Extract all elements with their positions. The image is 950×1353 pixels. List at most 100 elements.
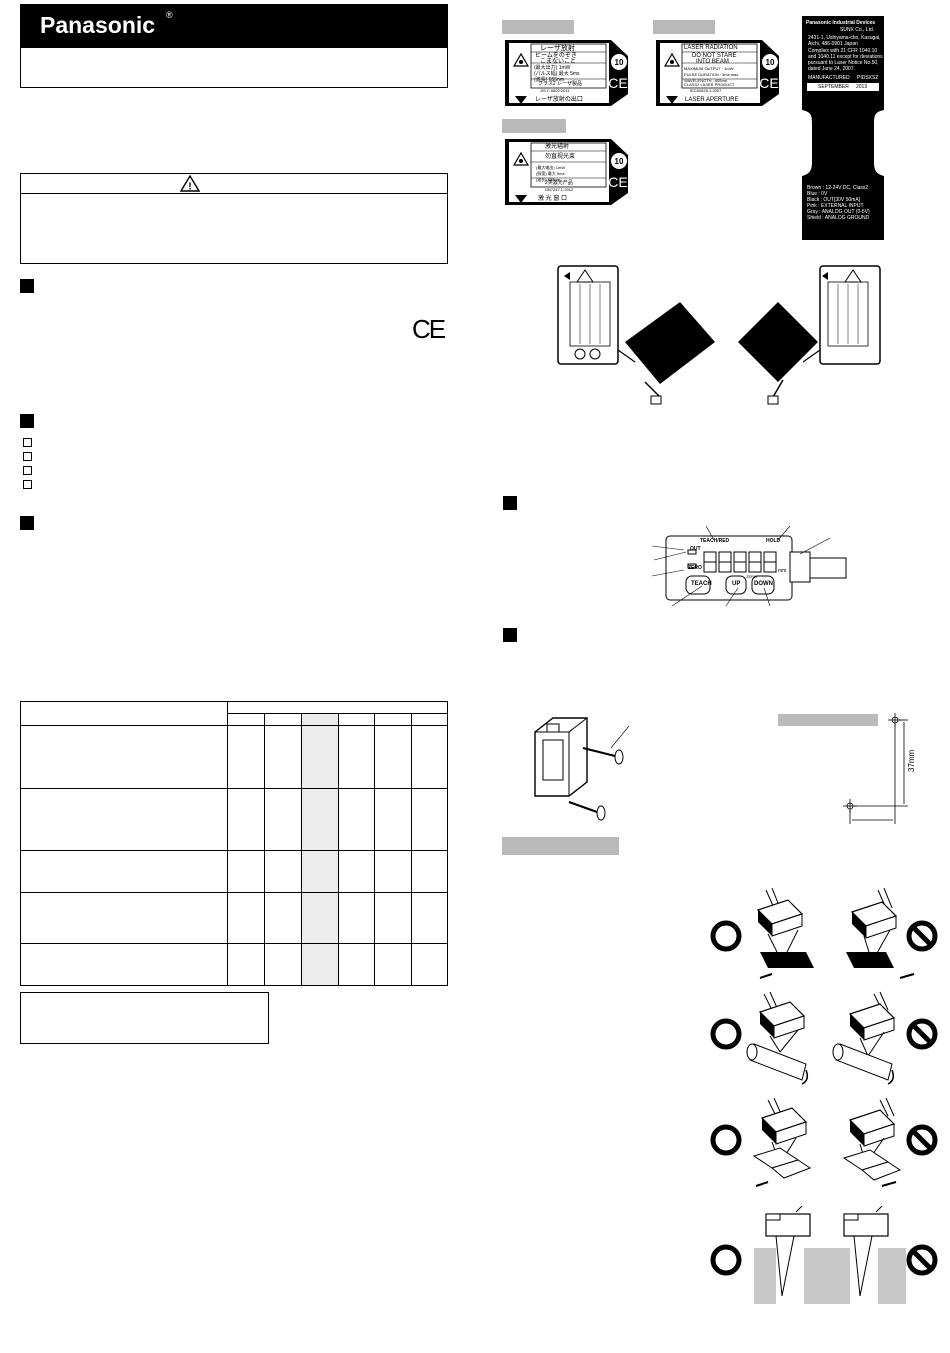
laser-label-english: 10 CE bbox=[656, 40, 779, 106]
panel-up-button[interactable]: UP bbox=[732, 581, 741, 587]
cn-label-std: GB7247.1-2012 bbox=[545, 187, 574, 192]
note-box bbox=[20, 992, 269, 1044]
section-marker-5 bbox=[503, 628, 517, 642]
mounting-caption-bar bbox=[778, 714, 878, 726]
ng-install-row-4 bbox=[826, 1206, 938, 1304]
laser-label-japanese: 10 CE bbox=[505, 40, 628, 106]
panel-zero-indicator: ZERO bbox=[688, 565, 702, 571]
ng-install-row-2 bbox=[832, 991, 938, 1085]
panel-teach-button[interactable]: TEACH bbox=[691, 581, 712, 587]
cdrh-badge-text: 10 bbox=[766, 58, 775, 67]
jp-label-spec1: (最大出力) 1mW bbox=[534, 65, 571, 71]
operation-panel bbox=[664, 534, 850, 602]
jp-label-spec3: (波長) 655nm bbox=[534, 77, 565, 83]
cn-label-aperture: 激 光 窗 口 bbox=[538, 196, 568, 202]
en-label-class: CLASS2 LASER PRODUCT bbox=[684, 82, 735, 87]
cable-wire-shield: Shield : ANALOG GROUND bbox=[807, 215, 870, 221]
cable-company-1: Panasonic Industrial Devices bbox=[806, 20, 876, 26]
cable-wire-brown: Brown : 12-24V DC, Class2 bbox=[807, 185, 869, 191]
ce-mark-on-label: CE bbox=[608, 75, 627, 91]
sensor-label-position-left bbox=[557, 265, 715, 405]
en-label-spec3: WAVELENGTH : 655nm bbox=[684, 78, 728, 83]
cn-label-spec1: (最大输出) 1mW bbox=[536, 165, 566, 170]
mounting-dimension-37mm: 37mm bbox=[907, 749, 916, 772]
section-marker-1 bbox=[20, 279, 34, 293]
cable-wire-blue: Blue : 0V bbox=[807, 191, 828, 197]
jp-label-title: レーザ放射 bbox=[540, 45, 575, 52]
registered-mark: ® bbox=[166, 10, 173, 20]
cn-label-class: 2类激光产品 bbox=[545, 180, 573, 186]
checkbox-2[interactable] bbox=[23, 452, 32, 461]
cable-manufactured: MANUFACTURED bbox=[808, 75, 850, 81]
cdrh-badge-text: 10 bbox=[615, 58, 624, 67]
cn-label-title: 激光辐射 bbox=[545, 144, 570, 150]
ok-install-row-2 bbox=[710, 991, 809, 1085]
ce-mark-on-label: CE bbox=[608, 174, 627, 190]
jp-label-class: クラス2 レーザ製品 bbox=[538, 81, 582, 87]
en-label-spec2: PULSE DURATION : 5ms max. bbox=[684, 72, 740, 77]
section-marker-4 bbox=[503, 496, 517, 510]
checkbox-4[interactable] bbox=[23, 480, 32, 489]
checkbox-3[interactable] bbox=[23, 466, 32, 475]
cable-model: PIDSXSZ bbox=[857, 75, 879, 81]
warning-icon: ! bbox=[180, 175, 200, 192]
label-caption-japan bbox=[502, 20, 574, 34]
ng-install-row-1 bbox=[846, 887, 938, 979]
jp-label-spec2: (パルス幅) 最大 5ms bbox=[534, 71, 580, 77]
spec-table bbox=[20, 701, 448, 986]
cdrh-badge-text: 10 bbox=[615, 157, 624, 166]
cable-wire-black: Black : OUT[30V 50mA] bbox=[807, 197, 861, 203]
warning-header-divider bbox=[20, 193, 448, 194]
sensor-label-position-right bbox=[738, 265, 881, 405]
ok-install-row-4 bbox=[710, 1206, 826, 1304]
cable-wire-pink: Pink : EXTERNAL INPUT bbox=[807, 203, 864, 209]
en-label-line2: INTO BEAM bbox=[696, 59, 729, 65]
ce-mark-on-label: CE bbox=[759, 75, 778, 91]
ok-install-row-3 bbox=[710, 1098, 812, 1187]
jp-label-line2: こまないこと bbox=[540, 59, 577, 65]
en-label-std: IEC60825-1:2007 bbox=[690, 88, 722, 93]
mounting-sensor-screws bbox=[534, 717, 630, 821]
cable-comply-3: pursuant to Laser Notice No.50, bbox=[808, 60, 879, 66]
cable-comply-1: Complies with 21 CFR 1040.10 bbox=[808, 48, 878, 54]
checkbox-1[interactable] bbox=[23, 438, 32, 447]
brand-logo: Panasonic bbox=[40, 12, 156, 38]
en-label-title: LASER RADIATION bbox=[684, 45, 738, 51]
label-caption-china bbox=[502, 119, 566, 133]
cn-label-spec2: (脉宽) 最大 5ms bbox=[536, 171, 565, 176]
cable-comply-2: and 1040.11 except for deviations bbox=[808, 54, 883, 60]
jp-label-line1: ビームをのぞき bbox=[535, 53, 577, 59]
brand-bar bbox=[20, 4, 448, 48]
cable-wire-gray: Gray : ANALOG OUT (0-5V) bbox=[807, 209, 870, 215]
jp-label-std: JIS C 6802:2011 bbox=[540, 88, 570, 93]
ok-install-row-1 bbox=[710, 887, 814, 979]
cn-label-spec3: (波长) 655nm bbox=[536, 177, 561, 182]
panel-down-button[interactable]: DOWN bbox=[754, 581, 773, 587]
panel-hold-indicator: HOLD bbox=[766, 538, 781, 544]
warning-exclamation: ! bbox=[188, 182, 191, 193]
cable-year: 2013 bbox=[856, 84, 868, 90]
mounting-hole-dimension: 37mm bbox=[843, 713, 916, 824]
panel-out-indicator: OUT bbox=[690, 546, 701, 552]
cable-addr-1: 2431-1, Ushiyama-cho, Kasugai, bbox=[808, 35, 881, 41]
en-label-spec1: MAXIMUM OUTPUT : 1mW bbox=[684, 66, 734, 71]
section-marker-2 bbox=[20, 414, 34, 428]
cable-month: SEPTEMBER bbox=[818, 84, 849, 90]
en-label-aperture: LASER APERTURE bbox=[685, 97, 739, 103]
cable-addr-2: Aichi, 486-0901 Japan bbox=[808, 41, 858, 47]
caution-caption-bar bbox=[502, 837, 619, 855]
ng-install-row-3 bbox=[842, 1098, 938, 1187]
laser-label-chinese: 10 CE bbox=[505, 139, 628, 205]
cable-company-2: SUNX Co., Ltd. bbox=[840, 27, 875, 33]
section-marker-3 bbox=[20, 516, 34, 530]
label-caption-english bbox=[653, 20, 715, 34]
cn-label-line1: 勿直视光束 bbox=[545, 154, 576, 160]
cable-label bbox=[802, 16, 884, 240]
warning-box bbox=[20, 173, 448, 264]
ce-mark: CE bbox=[412, 314, 446, 344]
panel-unit-label: mm bbox=[778, 568, 787, 574]
panel-leader-lines bbox=[651, 525, 831, 607]
panel-teach-red-indicator: TEACH/RED bbox=[700, 538, 730, 544]
jp-label-aperture: レーザ放射の出口 bbox=[535, 97, 583, 103]
panel-zero-sub-label: ZERO bbox=[746, 574, 758, 579]
